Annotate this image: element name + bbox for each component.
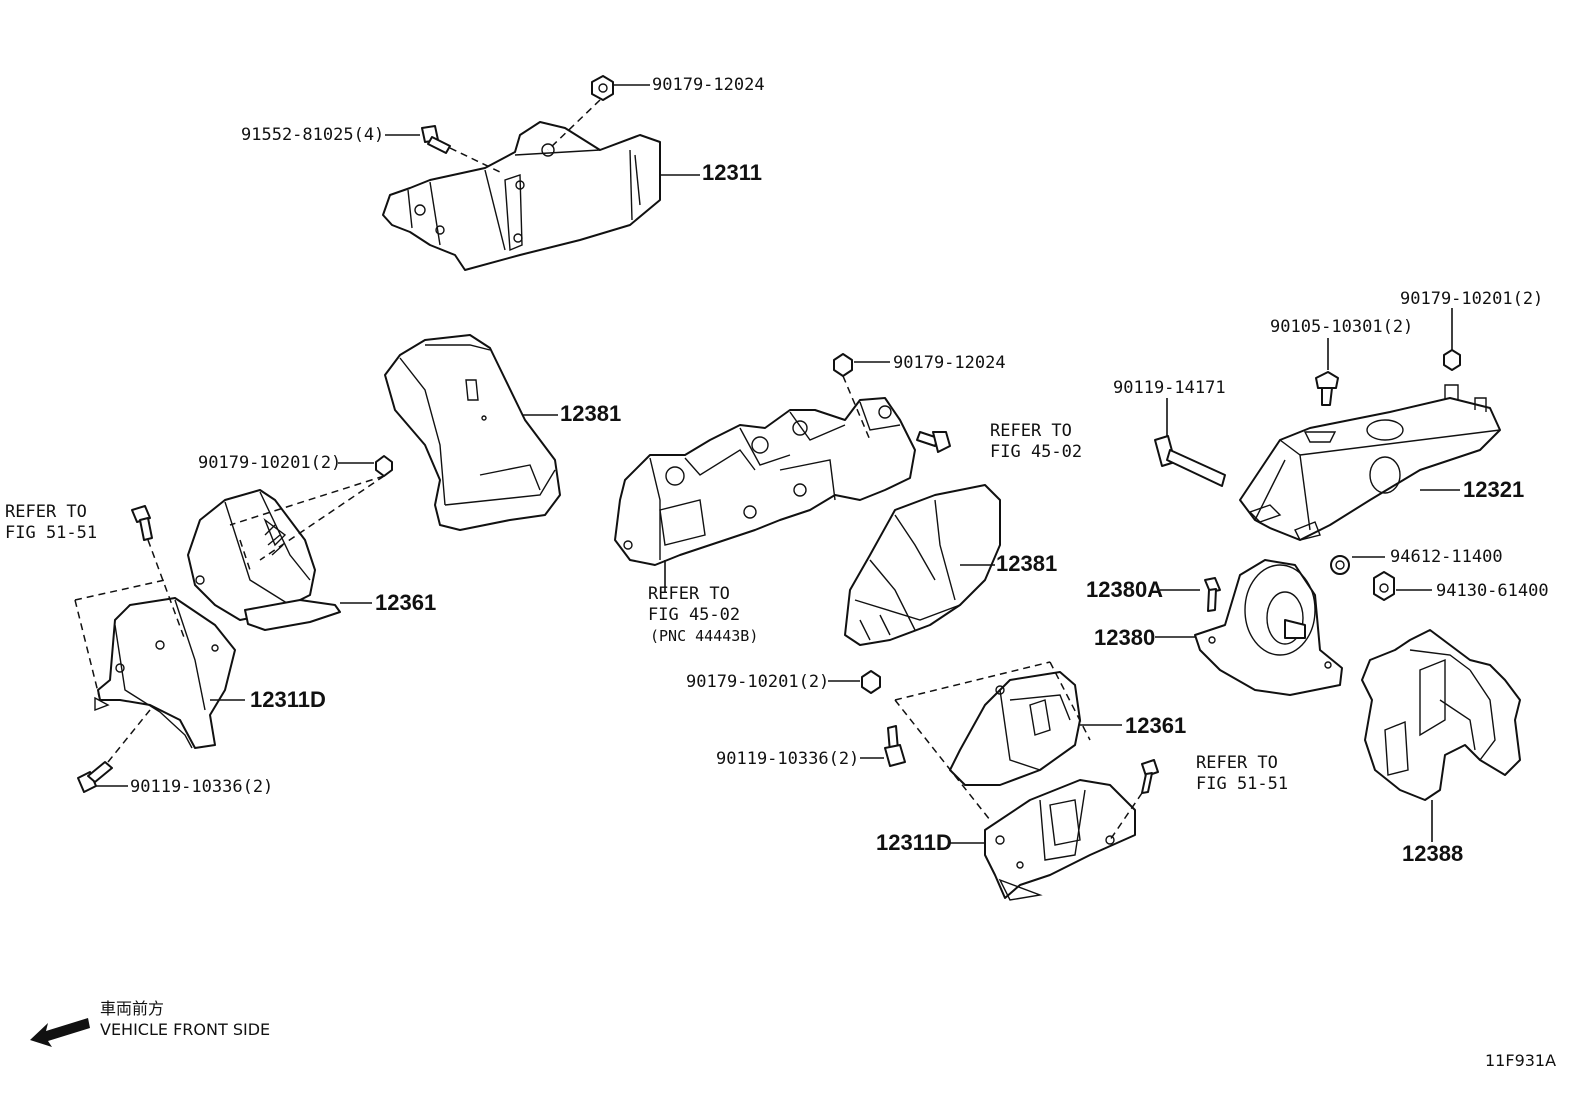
label-90179-10201-center: 90179-10201(2)	[686, 672, 829, 692]
label-90105-10301: 90105-10301(2)	[1270, 317, 1413, 337]
label-12380: 12380	[1094, 625, 1155, 650]
nut-90179-12024-center	[833, 353, 853, 377]
label-12361-left: 12361	[375, 590, 436, 615]
label-refer-to-51-51-left: REFER TO	[5, 502, 87, 522]
bolt-90105-10301	[1315, 371, 1339, 406]
mount-12361-left	[187, 489, 341, 631]
vehicle-front-arrow	[30, 1018, 90, 1047]
label-90179-10201-left: 90179-10201(2)	[198, 453, 341, 473]
label-90179-12024-center: 90179-12024	[893, 353, 1006, 373]
label-90119-14171: 90119-14171	[1113, 378, 1226, 398]
label-fig-51-51-left: FIG 51-51	[5, 523, 97, 543]
label-12388: 12388	[1402, 841, 1463, 866]
bolt-refer-51-51-left	[131, 505, 153, 541]
bracket-12321	[1239, 384, 1501, 541]
insulator-12381-center	[844, 484, 1001, 646]
label-fig-45-02-left: FIG 45-02	[648, 605, 740, 625]
bracket-12311d-center	[984, 779, 1136, 901]
label-12381-left: 12381	[560, 401, 621, 426]
bolt-90119-10336-left	[77, 761, 113, 793]
label-12311d-left: 12311D	[250, 687, 326, 712]
label-refer-to-51-51-center: REFER TO	[1196, 753, 1278, 773]
nut-94130-61400	[1373, 571, 1395, 601]
nut-90179-10201-left	[375, 455, 393, 477]
nut-90179-10201-right	[1443, 349, 1461, 371]
bracket-12311-drawing	[382, 121, 661, 271]
label-91552-81025: 91552-81025(4)	[241, 125, 384, 145]
mount-12361-center	[949, 671, 1081, 786]
label-90179-10201-right: 90179-10201(2)	[1400, 289, 1543, 309]
label-12321: 12321	[1463, 477, 1524, 502]
figure-code: 11F931A	[1485, 1051, 1556, 1070]
bolt-90119-10336-center	[884, 725, 906, 767]
engine-bracket-center	[614, 397, 916, 566]
nut-90179-10201-center	[861, 670, 881, 694]
shield-12388	[1361, 629, 1521, 801]
label-90119-10336-center: 90119-10336(2)	[716, 749, 859, 769]
vehicle-front-jp-label: 車両前方	[100, 999, 164, 1018]
label-12311: 12311	[702, 160, 762, 185]
bolt-refer-51-51-center	[1141, 759, 1159, 794]
washer-94612-11400	[1330, 555, 1350, 575]
label-fig-45-02-right: FIG 45-02	[990, 442, 1082, 462]
label-90179-12024-top: 90179-12024	[652, 75, 765, 95]
label-pnc-44443b: (PNC 44443B)	[650, 627, 758, 645]
label-12381-center: 12381	[996, 551, 1057, 576]
insulator-12381-left	[384, 334, 561, 531]
nut-90179-12024-top	[591, 75, 614, 101]
bolt-12380a	[1204, 577, 1221, 612]
label-12361-center: 12361	[1125, 713, 1186, 738]
label-12311d-center: 12311D	[876, 830, 952, 855]
label-94130-61400: 94130-61400	[1436, 581, 1549, 601]
bracket-12311d-left	[94, 597, 236, 749]
label-refer-to-45-02-left: REFER TO	[648, 584, 730, 604]
bolt-refer-45-02	[916, 431, 951, 453]
bolt-90119-14171	[1154, 435, 1226, 487]
label-94612-11400: 94612-11400	[1390, 547, 1503, 567]
label-fig-51-51-center: FIG 51-51	[1196, 774, 1288, 794]
insulator-12380	[1194, 559, 1343, 696]
label-refer-to-45-02-right: REFER TO	[990, 421, 1072, 441]
label-90119-10336-left: 90119-10336(2)	[130, 777, 273, 797]
label-12380a: 12380A	[1086, 577, 1163, 602]
vehicle-front-en-label: VEHICLE FRONT SIDE	[100, 1020, 270, 1039]
bolt-91552-81025	[421, 125, 451, 154]
